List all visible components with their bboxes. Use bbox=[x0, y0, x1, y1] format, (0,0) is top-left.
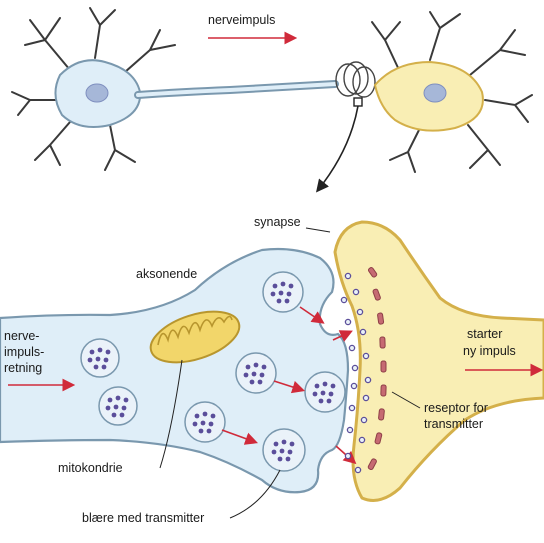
label-direction-line-3: retning bbox=[4, 361, 42, 375]
presynaptic-neuron bbox=[12, 8, 335, 170]
label-direction-line-1: nerve- bbox=[4, 329, 39, 343]
label-synapse: synapse bbox=[254, 215, 301, 229]
zoom-box-icon bbox=[354, 98, 362, 106]
synapse-contact-coil bbox=[336, 62, 375, 106]
label-receptor-line-2: transmitter bbox=[424, 417, 483, 431]
label-vesicle: blære med transmitter bbox=[82, 511, 204, 525]
label-axon-terminal: aksonende bbox=[136, 267, 197, 281]
postsynaptic-neuron bbox=[372, 12, 532, 172]
label-mitochondrion: mitokondrie bbox=[58, 461, 123, 475]
label-new-impulse-line-2: ny impuls bbox=[463, 344, 516, 358]
label-new-impulse-line-1: starter bbox=[467, 327, 502, 341]
label-receptor-line-1: reseptor for bbox=[424, 401, 488, 415]
vesicle bbox=[185, 402, 225, 442]
vesicle bbox=[81, 339, 119, 377]
vesicle bbox=[263, 272, 303, 312]
zoom-arrow bbox=[318, 106, 358, 190]
label-nerve-impulse: nerveimpuls bbox=[208, 13, 275, 27]
vesicle bbox=[236, 353, 276, 393]
vesicle bbox=[305, 372, 345, 412]
postsynaptic-membrane bbox=[335, 222, 544, 500]
vesicle bbox=[99, 387, 137, 425]
vesicle bbox=[263, 429, 305, 471]
label-direction-line-2: impuls- bbox=[4, 345, 44, 359]
